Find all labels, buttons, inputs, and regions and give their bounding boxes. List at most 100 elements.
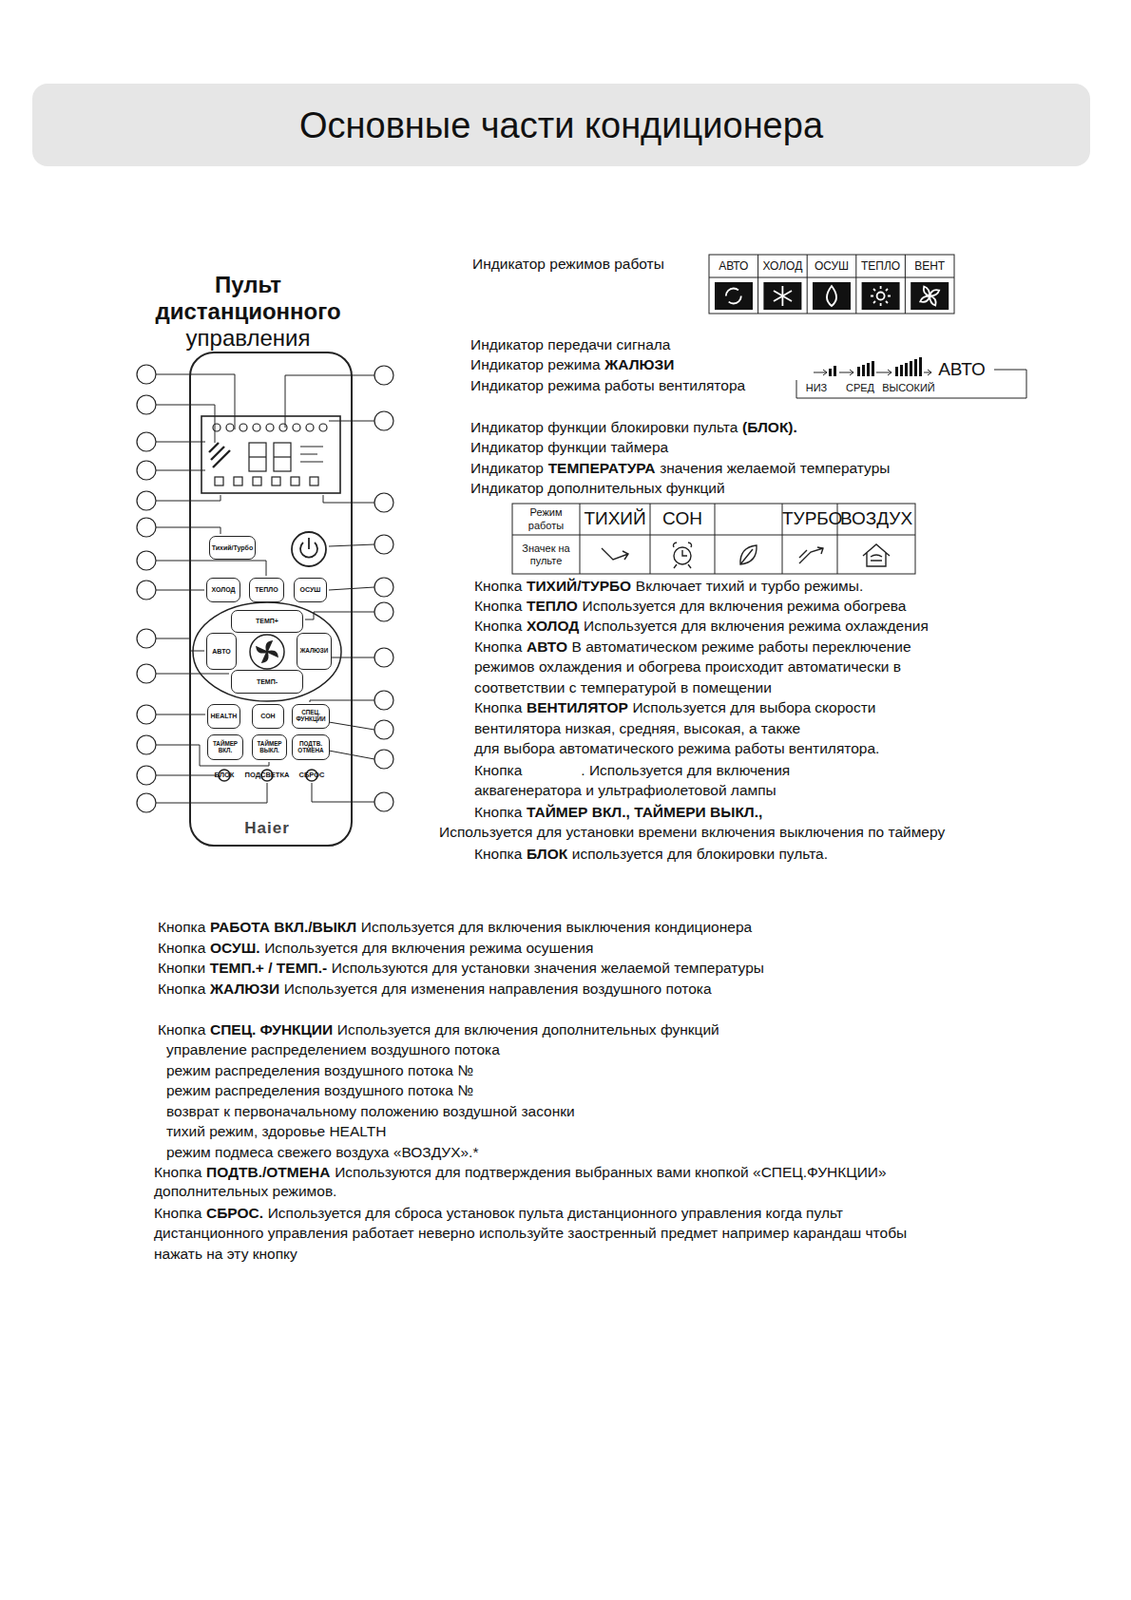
remote-button: СПЕЦ. ФУНКЦИИ <box>291 704 330 729</box>
fan-speed-bars <box>857 366 861 377</box>
text-line: КнопкаСПЕЦ. ФУНКЦИИИспользуется для вклю… <box>157 1021 720 1040</box>
fan-speed-bars <box>909 361 913 377</box>
bold-term: Пульт <box>214 271 282 298</box>
body-text: Используется для включения режима охлажд… <box>583 617 929 634</box>
body-text: ВЕНТ <box>914 259 945 273</box>
callout-circle <box>136 580 156 600</box>
button-caption: АВТО <box>210 648 231 655</box>
control-pad <box>192 602 342 702</box>
callout-circle <box>136 491 156 511</box>
text-line: Используется для установки времени включ… <box>439 824 945 843</box>
body-text: Индикатор режимов работы <box>472 255 665 272</box>
lcd-screen <box>249 442 267 472</box>
bold-term: ТЕМПЕРАТУРА <box>548 460 656 477</box>
body-text: дополнительных режимов. <box>153 1183 337 1200</box>
fan-speed-bars <box>862 364 865 377</box>
body-text: используется для блокировки пульта. <box>572 845 828 863</box>
body-text: Используются для подтверждения выбранных… <box>334 1164 886 1181</box>
text-line: возврат к первоначальному положению возд… <box>166 1103 576 1122</box>
body-text: Используется для установки времени включ… <box>439 824 945 841</box>
body-text: АВТО <box>938 359 986 380</box>
body-text: Используется для включения выключения ко… <box>361 919 752 936</box>
body-text: дистанционного управления работает невер… <box>153 1225 907 1242</box>
body-text: ТИХИЙ <box>583 508 646 529</box>
mode-table-grid <box>709 254 955 314</box>
text-line: Индикатор режима работы вентилятора <box>470 377 746 396</box>
body-text: ТЕПЛО <box>861 259 901 273</box>
text-line: Индикатор передачи сигнала <box>470 336 671 355</box>
text-line: нажать на эту кнопку <box>153 1246 298 1265</box>
callout-circle <box>136 517 156 537</box>
text-line: Индикатор режимаЖАЛЮЗИ <box>470 356 674 375</box>
body-text: ВОЗДУХ <box>840 508 913 529</box>
function-table-grid <box>512 503 916 575</box>
power-button <box>291 532 326 567</box>
leader-line <box>309 700 375 703</box>
body-text: . Используется для включения <box>580 762 790 779</box>
text-line: соответствии с температурой в помещении <box>474 679 772 698</box>
body-text: Кнопка <box>474 804 522 821</box>
fan-speed-frame <box>823 369 932 376</box>
body-text: управление распределением воздушного пот… <box>166 1041 500 1058</box>
bold-term: РАБОТА ВКЛ./ВЫКЛ <box>210 919 357 936</box>
leader-line <box>155 470 206 472</box>
button-caption: СПЕЦ. ФУНКЦИИ <box>292 709 329 723</box>
button-caption: ЖАЛЮЗИ <box>299 648 330 655</box>
body-text: Кнопка <box>474 597 522 614</box>
lcd-screen <box>271 477 281 486</box>
power-button <box>291 532 326 567</box>
text-line: НИЗ <box>795 382 838 395</box>
callout-circle <box>136 629 156 649</box>
text-line: управления <box>138 325 358 353</box>
callout-circle <box>374 749 394 769</box>
text-line: для выбора автоматического режима работы… <box>474 740 880 759</box>
text-line: тихий режим, здоровье HEALTH <box>166 1123 386 1142</box>
callout-circle <box>136 793 156 813</box>
callout-circle <box>374 411 394 431</box>
body-text: тихий режим, здоровье HEALTH <box>166 1123 386 1140</box>
leader-line <box>305 612 375 620</box>
callout-circle <box>136 395 156 415</box>
body-text: Используется для включения дополнительны… <box>337 1021 720 1038</box>
leader-line <box>323 495 375 503</box>
mode-icon-box <box>812 282 851 310</box>
leader-line <box>285 375 375 428</box>
callout-circle <box>136 432 156 452</box>
text-line: ОСУШ <box>807 259 856 273</box>
fan-speed-bars <box>904 363 908 377</box>
text-line: ТУРБО <box>782 508 838 531</box>
body-text: значения желаемой температуры <box>659 460 890 477</box>
lcd-screen <box>252 477 262 486</box>
remote-button: ТЕПЛО <box>249 577 285 603</box>
body-text: Кнопка <box>474 577 522 595</box>
body-text: Значек на пульте <box>521 542 571 567</box>
remote-button: ЖАЛЮЗИ <box>296 632 332 671</box>
button-caption: ПОДТВ. ОТМЕНА <box>292 741 329 754</box>
body-text: СОН <box>662 508 703 529</box>
button-caption: ТАЙМЕР ВКЛ. <box>208 741 243 754</box>
remote-button: СОН <box>251 704 285 729</box>
lcd-screen <box>306 423 314 432</box>
body-text: Используется для изменения направления в… <box>284 980 712 997</box>
body-text: Используется для включения режима обогре… <box>582 597 907 614</box>
callout-circle <box>374 493 394 513</box>
lcd-screen <box>309 477 319 486</box>
callout-circle <box>374 602 394 622</box>
mode-icon-box <box>862 282 901 310</box>
bold-term: ПОДТВ./ОТМЕНА <box>206 1164 330 1181</box>
text-line: КнопкаТИХИЙ/ТУРБОВключает тихий и турбо … <box>474 577 863 596</box>
function-icon <box>740 545 757 565</box>
lcd-screen <box>273 456 291 458</box>
body-text: ТУРБО <box>782 508 843 529</box>
text-line: Пульт <box>138 271 358 300</box>
body-text: режимов охлаждения и обогрева происходит… <box>474 658 901 675</box>
leader-line <box>155 527 221 535</box>
function-icon <box>601 542 890 569</box>
body-text: ОСУШ <box>814 259 849 273</box>
bold-term: ТЕМП.+ / ТЕМП.- <box>210 959 327 977</box>
body-text: аквагенератора и ультрафиолетовой лампы <box>474 782 777 799</box>
remote-button: АВТО <box>206 632 237 671</box>
text-line: ТЕПЛО <box>857 259 905 273</box>
callout-circle <box>136 364 156 384</box>
text-line: КнопкаХОЛОДИспользуется для включения ре… <box>474 617 929 636</box>
